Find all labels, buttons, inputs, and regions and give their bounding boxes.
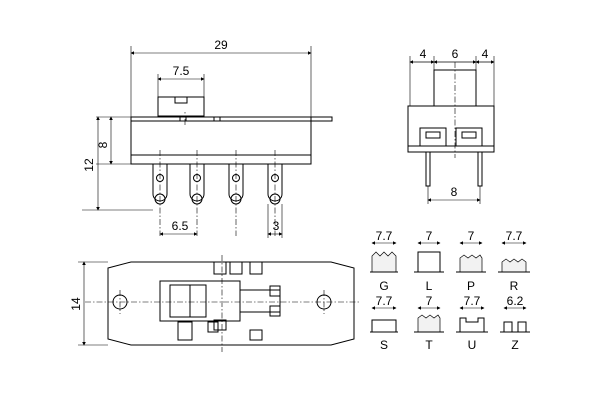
dim-end-mid: 6 — [452, 47, 459, 61]
dim-29: 29 — [214, 38, 228, 52]
actuator-U: 7.7 U — [456, 294, 488, 352]
bottom-view: 14 — [69, 255, 360, 352]
actuator-S: 7.7 S — [370, 294, 398, 352]
actuator-T-code: T — [425, 338, 433, 352]
actuator-P-code: P — [467, 279, 475, 293]
actuator-Z: 6.2 Z — [500, 294, 530, 352]
actuator-L-code: L — [426, 279, 433, 293]
front-knob — [157, 96, 205, 117]
actuator-options: 7.7 G 7 L 7 P 7.7 R 7. — [370, 229, 530, 352]
front-base — [130, 154, 312, 165]
actuator-L-dim: 7 — [426, 229, 433, 243]
dim-end-left: 4 — [420, 47, 427, 61]
actuator-Z-code: Z — [511, 338, 518, 352]
actuator-P-dim: 7 — [468, 229, 475, 243]
actuator-G-dim: 7.7 — [376, 229, 393, 243]
bottom-plate — [107, 261, 355, 346]
actuator-U-dim: 7.7 — [464, 294, 481, 308]
actuator-Z-dim: 6.2 — [507, 294, 524, 308]
dim-3: 3 — [273, 219, 280, 233]
front-housing — [130, 116, 312, 156]
front-pins — [152, 112, 283, 236]
actuator-R-dim: 7.7 — [506, 229, 523, 243]
actuator-P: 7 P — [456, 229, 486, 293]
dim-end-right: 4 — [482, 47, 489, 61]
dim-end-bottom: 8 — [451, 185, 458, 199]
actuator-G: 7.7 G — [370, 229, 398, 293]
actuator-R: 7.7 R — [498, 229, 530, 293]
dim-12-side: 12 — [82, 158, 96, 172]
actuator-T: 7 T — [414, 294, 444, 352]
actuator-T-dim: 7 — [426, 294, 433, 308]
actuator-R-code: R — [510, 279, 519, 293]
front-view: 29 7.5 8 12 6.5 3 — [82, 38, 333, 238]
end-housing — [407, 105, 495, 153]
actuator-S-dim: 7.7 — [376, 294, 393, 308]
actuator-L: 7 L — [414, 229, 444, 293]
actuator-S-code: S — [380, 338, 388, 352]
actuator-G-code: G — [379, 279, 388, 293]
dim-7-5: 7.5 — [173, 64, 190, 78]
dim-8-side: 8 — [96, 141, 110, 148]
dim-6-5: 6.5 — [172, 219, 189, 233]
actuator-U-code: U — [468, 338, 477, 352]
end-view: 4 6 4 8 — [407, 47, 495, 204]
dim-14: 14 — [69, 297, 83, 311]
